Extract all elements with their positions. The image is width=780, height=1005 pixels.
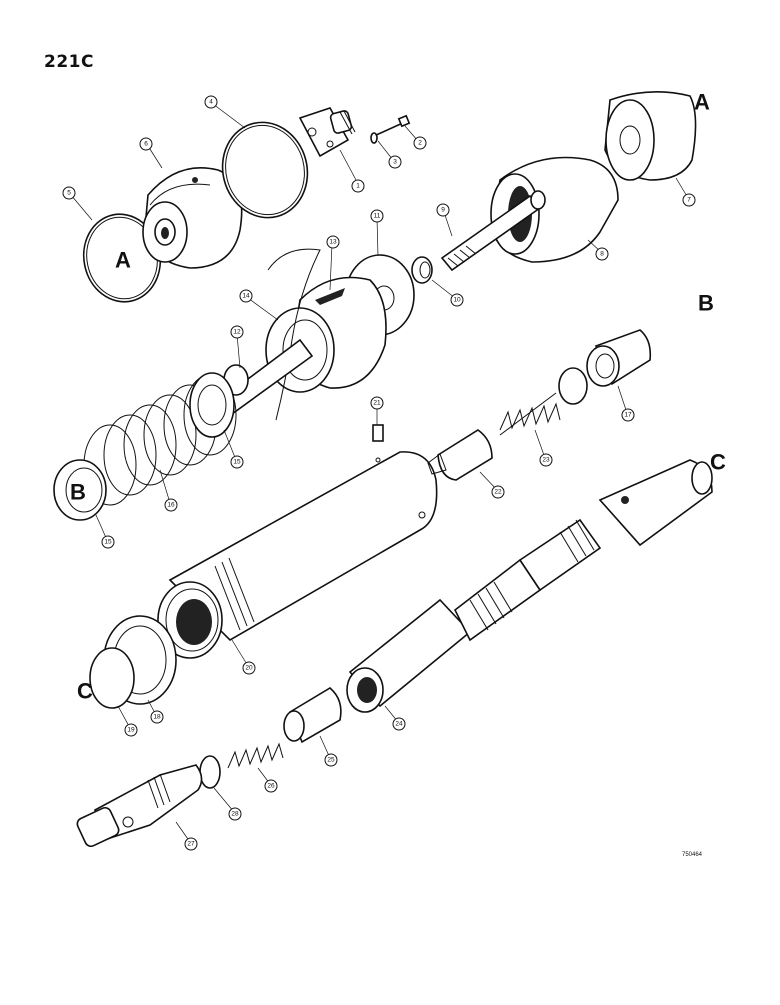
svg-text:17: 17 — [624, 412, 632, 419]
callout-21: 21 — [370, 396, 384, 410]
callout-9: 9 — [436, 203, 450, 217]
svg-text:18: 18 — [153, 714, 161, 721]
callout-27: 27 — [184, 837, 198, 851]
callout-24: 24 — [392, 717, 406, 731]
washer-3 — [370, 132, 378, 144]
fitting-1 — [298, 107, 356, 158]
callout-14: 14 — [239, 289, 253, 303]
callout-19: 19 — [124, 723, 138, 737]
ref-letter-b-right: B — [698, 291, 714, 316]
svg-text:2: 2 — [418, 140, 422, 147]
svg-text:12: 12 — [233, 329, 241, 336]
svg-text:23: 23 — [542, 457, 550, 464]
svg-text:3: 3 — [393, 159, 397, 166]
ref-letter-a-ring: A — [115, 248, 131, 273]
callout-7: 7 — [682, 193, 696, 207]
callout-4: 4 — [204, 95, 218, 109]
page-number: 221C — [44, 52, 94, 72]
svg-text:24: 24 — [395, 721, 403, 728]
ref-letter-c-left: C — [77, 679, 93, 704]
callout-16: 16 — [164, 498, 178, 512]
svg-text:6: 6 — [144, 141, 148, 148]
clevis-27 — [76, 764, 203, 848]
rod-9 — [440, 190, 546, 272]
o-ring-28 — [199, 755, 221, 789]
spring-16 — [83, 374, 237, 506]
rod-12 — [218, 338, 314, 416]
svg-text:1: 1 — [356, 183, 360, 190]
set-screw-21 — [372, 424, 384, 442]
spring-seat-15-lower — [53, 459, 107, 521]
nut-10 — [411, 256, 433, 284]
callout-10: 10 — [450, 293, 464, 307]
svg-text:13: 13 — [329, 239, 337, 246]
o-ring-17 — [558, 367, 588, 405]
svg-text:26: 26 — [267, 783, 275, 790]
svg-text:11: 11 — [374, 213, 381, 220]
fitting-17 — [586, 329, 652, 387]
svg-text:19: 19 — [127, 727, 135, 734]
ref-letter-b-cap: B — [70, 480, 86, 505]
callout-15-lower: 15 — [101, 535, 115, 549]
svg-text:15: 15 — [233, 459, 241, 466]
callout-6: 6 — [139, 137, 153, 151]
spring-wire-13 — [267, 248, 321, 421]
ref-letter-a-top: A — [694, 90, 710, 115]
svg-text:5: 5 — [67, 190, 71, 197]
callout-8: 8 — [595, 247, 609, 261]
callout-3: 3 — [388, 155, 402, 169]
svg-text:14: 14 — [242, 293, 250, 300]
head-6 — [142, 167, 243, 269]
svg-text:8: 8 — [600, 251, 604, 258]
drawing-id: 750464 — [682, 852, 703, 858]
callout-5: 5 — [62, 186, 76, 200]
cylinder-body-20 — [157, 451, 438, 659]
spring-seat-15-upper — [189, 372, 235, 438]
callout-20: 20 — [242, 661, 256, 675]
spring-26 — [227, 742, 284, 769]
svg-text:27: 27 — [187, 841, 195, 848]
snap-ring-4 — [221, 121, 309, 219]
screw-2 — [373, 114, 411, 137]
callout-11: 11 — [370, 209, 384, 223]
ref-letter-c-right: C — [710, 450, 726, 475]
callout-17: 17 — [621, 408, 635, 422]
svg-text:15: 15 — [104, 539, 112, 546]
callout-15-upper: 15 — [230, 455, 244, 469]
callout-25: 25 — [324, 753, 338, 767]
svg-text:20: 20 — [245, 665, 253, 672]
plunger-22 — [427, 429, 493, 481]
svg-text:25: 25 — [327, 757, 335, 764]
callout-1: 1 — [351, 179, 365, 193]
cap-7 — [604, 91, 697, 181]
callout-23: 23 — [539, 453, 553, 467]
callout-13: 13 — [326, 235, 340, 249]
svg-text:10: 10 — [453, 297, 461, 304]
svg-text:21: 21 — [373, 400, 381, 407]
svg-text:28: 28 — [231, 811, 239, 818]
svg-text:7: 7 — [687, 197, 691, 204]
sleeve-25 — [283, 687, 342, 744]
callout-18: 18 — [150, 710, 164, 724]
svg-text:22: 22 — [494, 489, 502, 496]
spool-24 — [346, 459, 713, 713]
spring-23 — [499, 392, 561, 436]
callout-12: 12 — [230, 325, 244, 339]
callout-28: 28 — [228, 807, 242, 821]
svg-text:16: 16 — [167, 502, 175, 509]
svg-text:9: 9 — [441, 207, 445, 214]
callout-22: 22 — [491, 485, 505, 499]
svg-text:4: 4 — [209, 99, 213, 106]
callout-2: 2 — [413, 136, 427, 150]
callout-26: 26 — [264, 779, 278, 793]
o-ring-19 — [89, 647, 135, 709]
